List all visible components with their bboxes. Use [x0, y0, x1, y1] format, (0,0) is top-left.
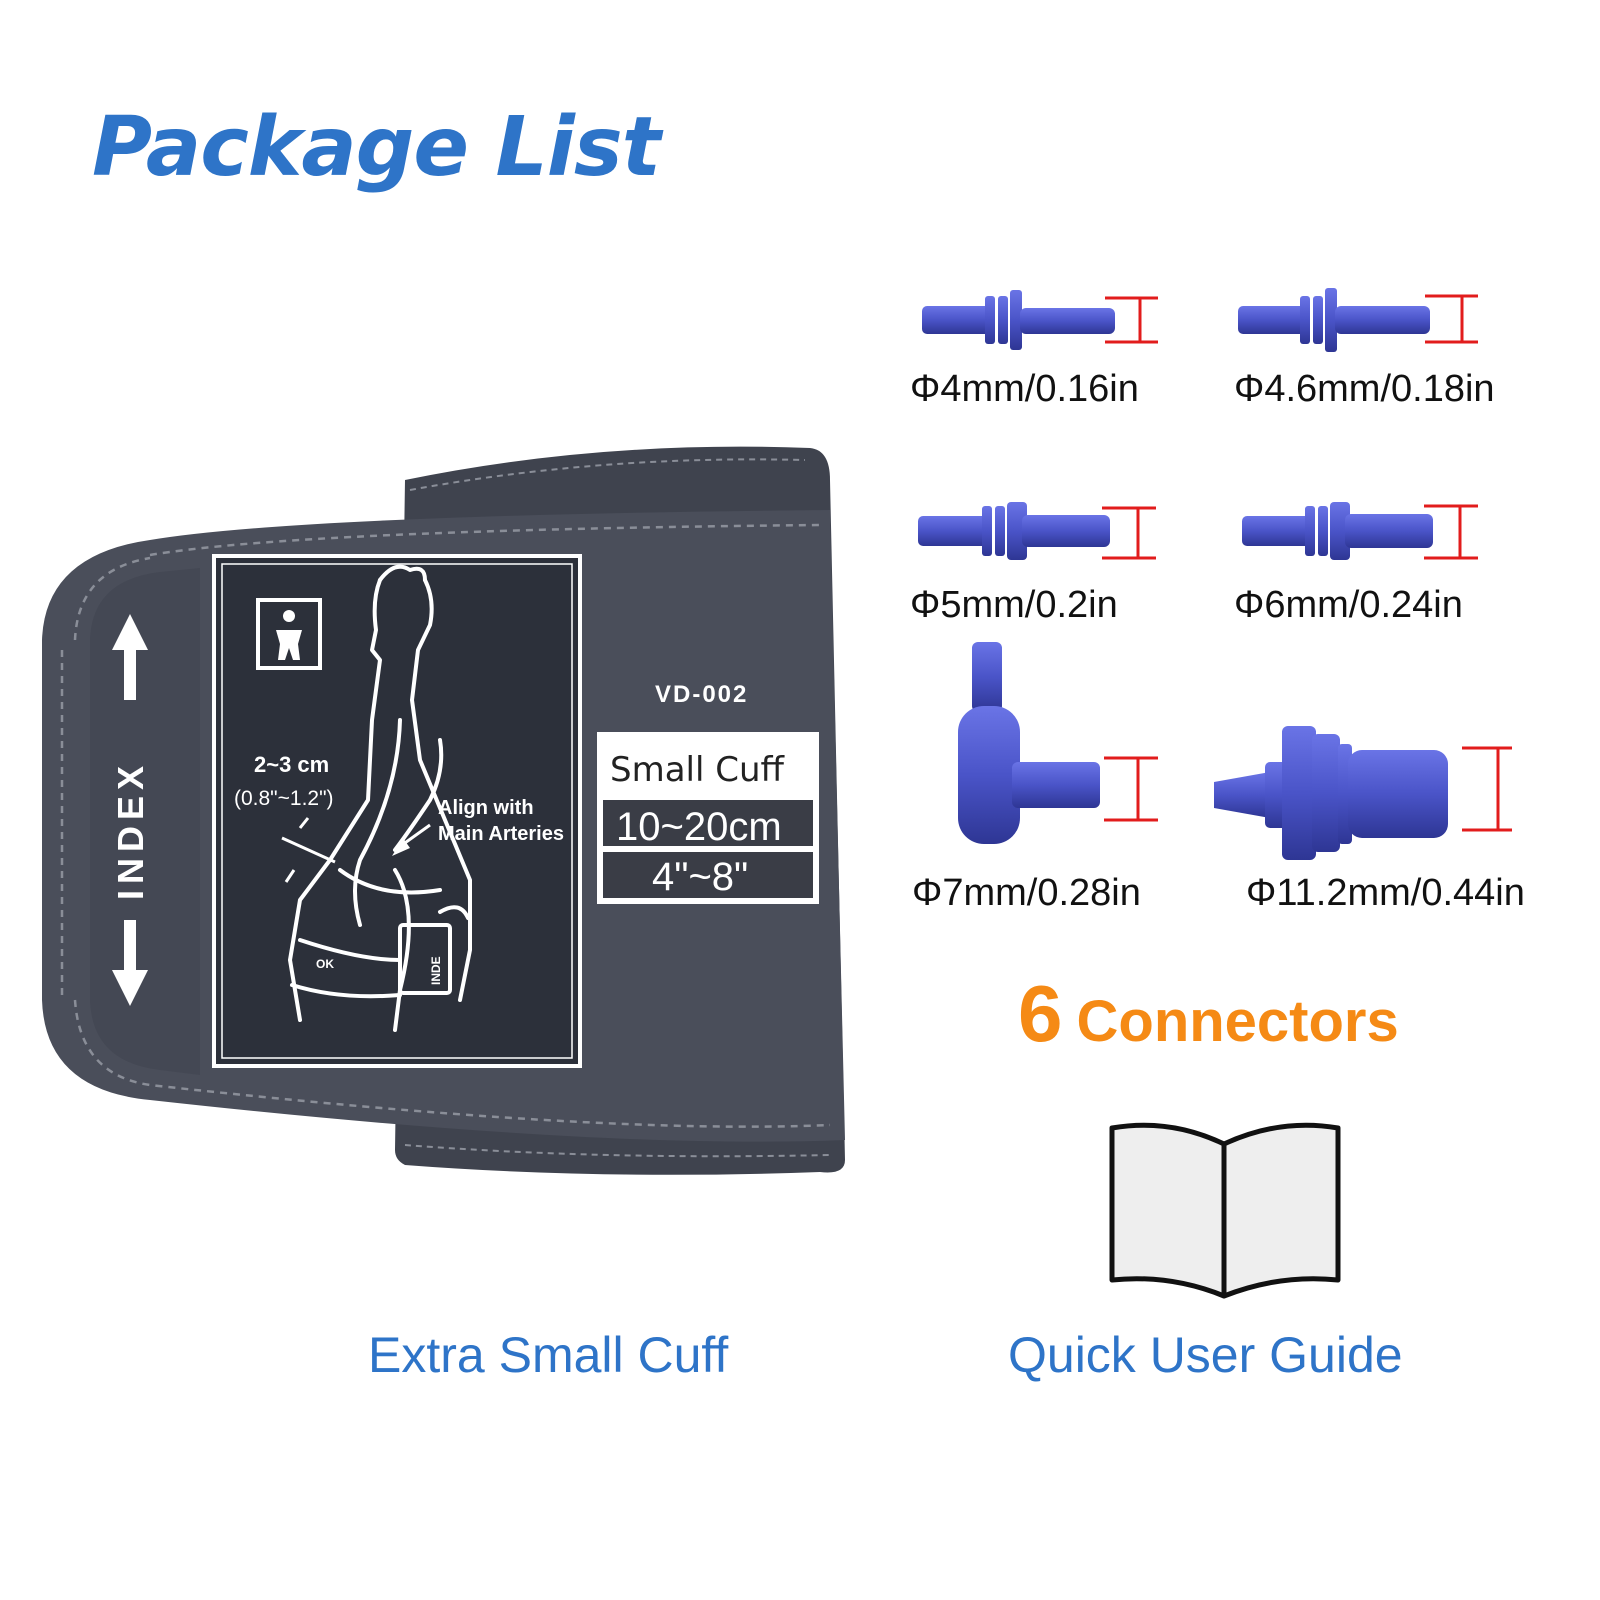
index-arrows-icon	[112, 614, 148, 1006]
align-label-line1: Align with	[438, 797, 534, 819]
connector-1-marker	[1105, 296, 1158, 344]
connector-1-label: Φ4mm/0.16in	[910, 368, 1139, 410]
connector-3-marker	[1102, 506, 1156, 560]
connector-6-icon	[1214, 726, 1448, 860]
cuff-range-cm: 10~20cm	[616, 805, 782, 849]
connector-count: 6	[1018, 969, 1063, 1058]
connector-count-word: Connectors	[1076, 989, 1399, 1054]
connector-5-label: Φ7mm/0.28in	[912, 872, 1141, 914]
cuff-caption: Extra Small Cuff	[368, 1327, 729, 1383]
connector-2-icon	[1238, 288, 1430, 352]
model-number: VD-002	[655, 681, 748, 708]
connector-4-label: Φ6mm/0.24in	[1234, 584, 1463, 626]
cuff-size-name: Small Cuff	[610, 750, 786, 790]
connector-2-marker	[1425, 294, 1478, 344]
inde-label: INDE	[429, 956, 443, 985]
index-label: INDEX	[110, 760, 151, 900]
connector-1-icon	[922, 290, 1115, 350]
type-bf-person-icon	[256, 598, 322, 670]
guide-caption: Quick User Guide	[1008, 1327, 1403, 1383]
connector-6-marker	[1462, 746, 1512, 832]
ok-label: OK	[316, 957, 334, 971]
connector-5-marker	[1104, 756, 1158, 822]
spacing-inch-label: (0.8"~1.2")	[234, 787, 334, 810]
connector-2-label: Φ4.6mm/0.18in	[1234, 368, 1495, 410]
page-title: Package List	[92, 100, 661, 195]
connector-5-icon	[958, 642, 1100, 844]
connector-3-icon	[918, 502, 1110, 560]
connectors-image	[918, 288, 1512, 860]
blood-pressure-cuff-image: INDEX 2~3 cm (0.8"~1.2") Align with Main…	[42, 446, 845, 1175]
connector-4-marker	[1424, 504, 1478, 560]
connector-6-label: Φ11.2mm/0.44in	[1246, 872, 1525, 914]
connector-3-label: Φ5mm/0.2in	[910, 584, 1118, 626]
connector-4-icon	[1242, 502, 1433, 560]
spacing-label: 2~3 cm	[254, 752, 329, 777]
align-label-line2: Main Arteries	[438, 823, 564, 845]
open-book-icon	[1109, 1122, 1341, 1299]
cuff-range-in: 4"~8"	[652, 855, 748, 899]
